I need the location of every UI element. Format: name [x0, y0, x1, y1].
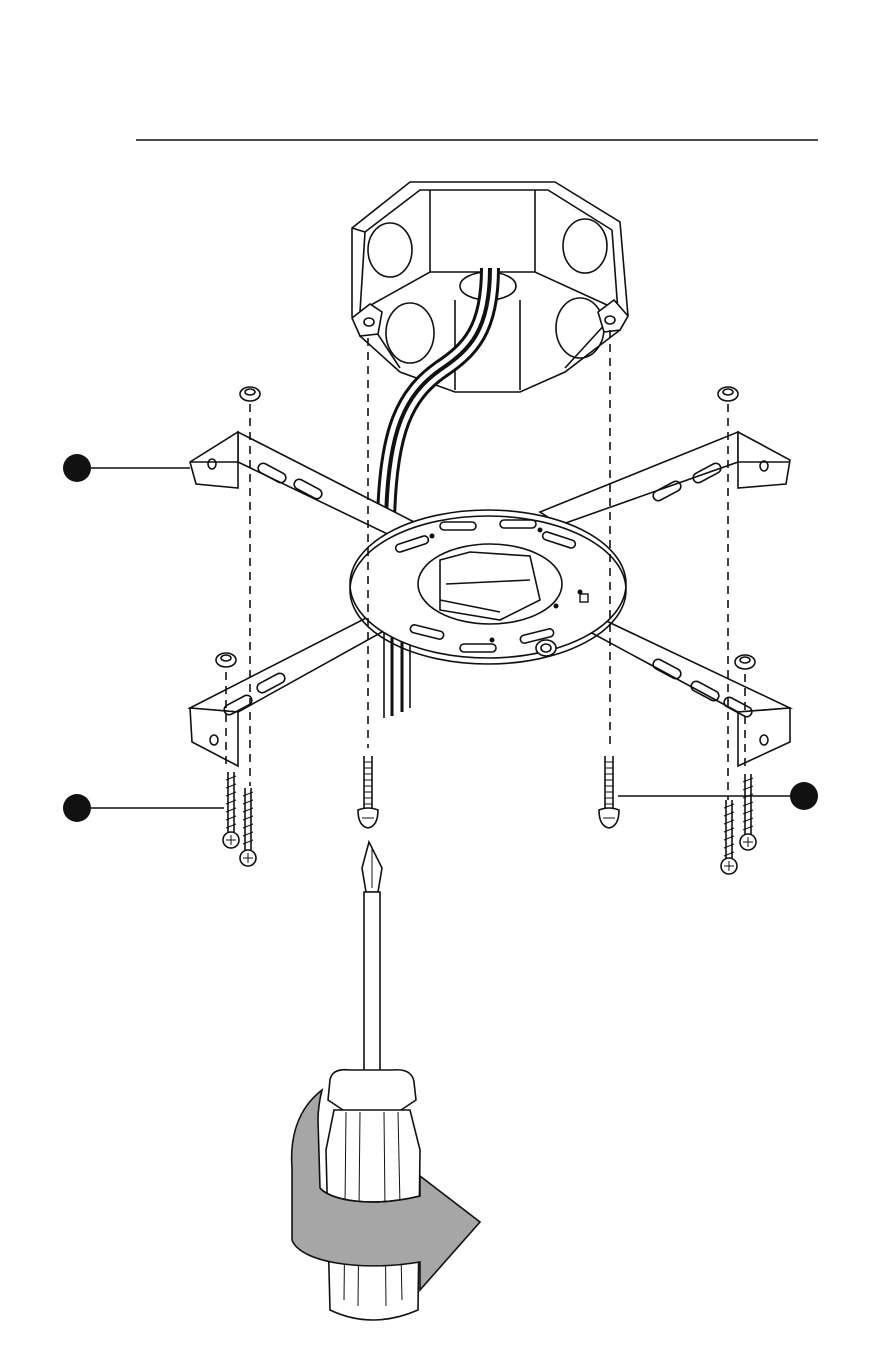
callout-machine-screws	[618, 782, 818, 810]
callout-bracket	[63, 454, 190, 482]
mounting-bracket-icon	[190, 432, 790, 766]
screw-icon	[223, 756, 756, 874]
callout-wood-screws	[63, 794, 224, 822]
